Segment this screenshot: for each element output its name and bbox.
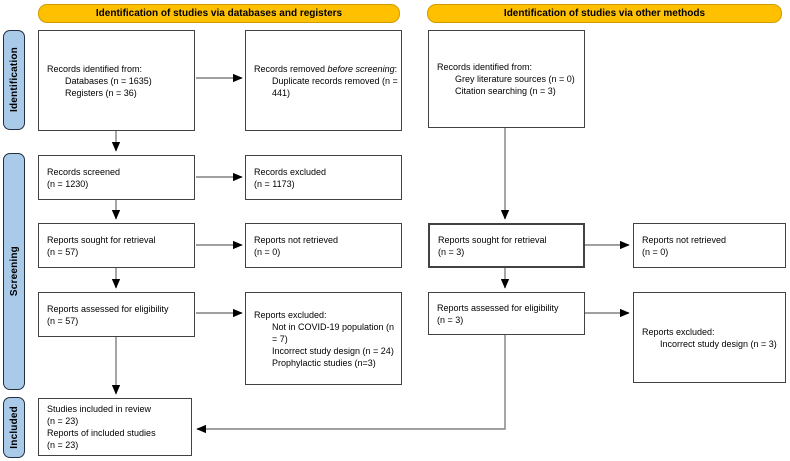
box-reports-assessed-eligibility-databases: Reports assessed for eligibility (n = 57… <box>38 292 195 337</box>
box-reports-not-retrieved-databases: Reports not retrieved (n = 0) <box>245 223 402 268</box>
sidebar-screening-label: Screening <box>8 246 20 297</box>
box-count-line: (n = 3) <box>437 314 464 325</box>
box-item-line: Citation searching (n = 3) <box>455 86 556 96</box>
box-item-line: Duplicate records removed (n = 441) <box>272 75 398 98</box>
header-databases-registers: Identification of studies via databases … <box>38 4 400 23</box>
box-title-line: Reports of included studies <box>47 428 156 438</box>
box-title-line: Records removed before screening: <box>254 63 398 75</box>
box-records-excluded: Records excluded (n = 1173) <box>245 155 402 200</box>
sidebar-included-label: Included <box>8 406 20 449</box>
box-item-line: Prophylactic studies (n=3) <box>272 357 376 368</box>
box-title-line: Records excluded <box>254 166 327 177</box>
box-title-line: Reports not retrieved <box>642 234 727 245</box>
box-records-removed-before-screening: Records removed before screening: Duplic… <box>245 30 402 131</box>
box-reports-sought-retrieval-databases: Reports sought for retrieval (n = 57) <box>38 223 195 268</box>
box-records-identified-other: Records identified from: Grey literature… <box>428 30 585 128</box>
box-reports-not-retrieved-other: Reports not retrieved (n = 0) <box>633 223 786 268</box>
box-item-line: Incorrect study design (n = 24) <box>272 345 394 356</box>
sidebar-identification: Identification <box>3 30 25 130</box>
box-title-line: Reports assessed for eligibility <box>437 302 559 313</box>
header-other-methods-label: Identification of studies via other meth… <box>503 8 706 19</box>
box-title-post: : <box>394 63 398 74</box>
box-title-line: Reports assessed for eligibility <box>47 303 169 314</box>
box-item-line: Registers (n = 36) <box>65 87 137 98</box>
box-count-line: (n = 57) <box>47 315 79 326</box>
box-title-line: Records identified from: <box>47 63 143 74</box>
box-records-screened: Records screened (n = 1230) <box>38 155 195 200</box>
box-item-line: Incorrect study design (n = 3) <box>660 338 777 349</box>
box-count-line: (n = 1230) <box>47 178 89 189</box>
sidebar-included: Included <box>3 397 25 458</box>
header-other-methods: Identification of studies via other meth… <box>427 4 782 23</box>
box-title-line: Studies included in review <box>47 404 152 414</box>
box-title-line: Records screened <box>47 166 121 177</box>
box-count-line: (n = 1173) <box>254 178 295 189</box>
box-reports-excluded-databases: Reports excluded: Not in COVID-19 popula… <box>245 292 402 385</box>
box-count-line: (n = 0) <box>254 246 281 257</box>
box-reports-sought-retrieval-other: Reports sought for retrieval (n = 3) <box>428 223 585 268</box>
box-item-line: Databases (n = 1635) <box>65 75 152 86</box>
box-title-line: Reports sought for retrieval <box>438 234 547 245</box>
box-records-identified-databases: Records identified from: Databases (n = … <box>38 30 195 131</box>
box-title-italic: before screening <box>327 63 395 74</box>
box-item-line: Not in COVID-19 population (n = 7) <box>272 321 395 344</box>
box-studies-included-review: Studies included in review (n = 23) Repo… <box>38 398 192 456</box>
box-title-pre: Records removed <box>254 63 328 74</box>
box-title-line: Reports excluded: <box>254 309 327 320</box>
sidebar-identification-label: Identification <box>8 47 20 113</box>
header-databases-registers-label: Identification of studies via databases … <box>95 8 343 19</box>
arrow-assessed-other-to-included <box>196 335 506 434</box>
box-count-line: (n = 23) <box>47 416 79 426</box>
box-count-line: (n = 3) <box>438 246 465 257</box>
box-count-line: (n = 57) <box>47 246 79 257</box>
box-item-line: Grey literature sources (n = 0) <box>455 74 575 84</box>
box-reports-assessed-eligibility-other: Reports assessed for eligibility (n = 3) <box>428 292 585 335</box>
box-title-line: Reports sought for retrieval <box>47 234 156 245</box>
sidebar-screening: Screening <box>3 153 25 390</box>
box-title-line: Records identified from: <box>437 62 533 72</box>
box-count-line: (n = 23) <box>47 440 79 450</box>
box-title-line: Reports excluded: <box>642 326 715 337</box>
box-reports-excluded-other: Reports excluded: Incorrect study design… <box>633 292 786 383</box>
box-count-line: (n = 0) <box>642 246 669 257</box>
box-title-line: Reports not retrieved <box>254 234 339 245</box>
